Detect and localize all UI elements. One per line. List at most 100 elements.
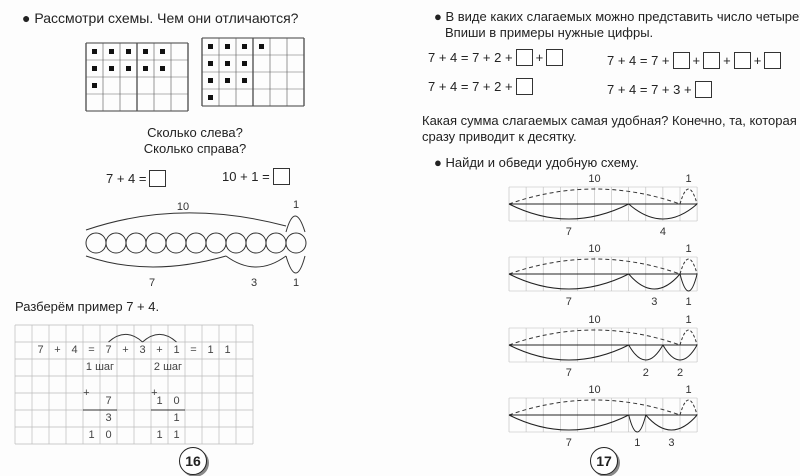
equation-text: 7 + 4 = 7 + 2 + xyxy=(428,79,513,94)
task-slagaemye-line2: Впиши в примеры нужные цифры. xyxy=(445,25,654,40)
dot xyxy=(242,44,247,49)
label-10: 10 xyxy=(588,173,600,185)
plus-sign: + xyxy=(151,386,158,399)
dashed-arc-ten xyxy=(508,188,681,205)
grid-cell: 3 xyxy=(105,412,112,424)
dashed-arc-ten xyxy=(508,329,681,346)
grid-cell: 0 xyxy=(105,429,112,441)
arc-one xyxy=(285,215,306,233)
step-label: 1 шаг xyxy=(85,361,115,373)
dot xyxy=(92,83,97,88)
solid-arc-part xyxy=(645,414,698,431)
grid-cell: = xyxy=(88,344,95,356)
paragraph-line1: Какая сумма слагаемых самая удобная? Кон… xyxy=(422,113,797,128)
equation-text: 10 + 1 = xyxy=(222,169,270,184)
grid-cell: 1 xyxy=(173,429,180,441)
dot xyxy=(225,61,230,66)
answer-box[interactable] xyxy=(733,52,751,69)
grid-cell: 1 xyxy=(207,344,214,356)
answer-box[interactable] xyxy=(764,52,782,69)
answer-box[interactable] xyxy=(149,170,167,187)
grid-cell: + xyxy=(122,344,129,356)
grid-cell: 1 xyxy=(173,344,180,356)
answer-box[interactable] xyxy=(672,52,690,69)
grid-cell: 3 xyxy=(139,344,146,356)
part-label: 7 xyxy=(566,296,572,308)
dashed-arc-ten xyxy=(508,258,681,275)
grid-cell: 1 xyxy=(224,344,231,356)
part-label: 1 xyxy=(685,296,691,308)
part-label: 4 xyxy=(660,226,666,238)
circle-counter xyxy=(225,232,247,254)
label-1: 1 xyxy=(293,199,299,211)
circle-counter xyxy=(105,232,127,254)
dot xyxy=(160,49,165,54)
dashed-arc-one xyxy=(679,258,698,275)
circle-counter xyxy=(185,232,207,254)
circle-counter xyxy=(245,232,267,254)
circle-counter xyxy=(265,232,287,254)
plus: + xyxy=(535,50,544,65)
part-label: 7 xyxy=(566,226,572,238)
arc-step xyxy=(142,333,177,343)
dot xyxy=(92,66,97,71)
solid-arc-part xyxy=(628,273,681,290)
answer-box[interactable] xyxy=(703,52,721,69)
grid-cell: 4 xyxy=(71,344,78,356)
dot xyxy=(143,66,148,71)
label-7: 7 xyxy=(149,277,155,289)
circle-counter xyxy=(285,232,307,254)
answer-box[interactable] xyxy=(546,49,564,66)
circle-counter xyxy=(85,232,107,254)
question-left: Сколько слева? xyxy=(147,125,243,140)
dot xyxy=(208,44,213,49)
dashed-arc-one xyxy=(679,188,698,205)
arc-one-bottom xyxy=(285,255,306,274)
equation-text: 7 + 4 = xyxy=(106,171,147,186)
grid-cell: 7 xyxy=(105,344,112,356)
answer-box[interactable] xyxy=(515,49,533,66)
equation-7-plus-4: 7 + 4 = xyxy=(106,170,167,187)
grid-cell: 0 xyxy=(173,395,180,407)
dashed-arc-ten xyxy=(508,399,681,416)
dot xyxy=(242,61,247,66)
solid-arc-part xyxy=(679,273,698,292)
dot xyxy=(109,49,114,54)
label-10: 10 xyxy=(588,314,600,326)
circle-counter xyxy=(205,232,227,254)
arc-seven xyxy=(85,255,227,268)
solid-arc-part xyxy=(508,414,629,431)
task-rassmotri: ● Рассмотри схемы. Чем они отличаются? xyxy=(22,10,299,26)
label-10: 10 xyxy=(588,384,600,396)
part-label: 7 xyxy=(566,437,572,449)
label-1: 1 xyxy=(685,384,691,396)
answer-box[interactable] xyxy=(515,78,533,95)
grid-cell: 7 xyxy=(37,344,44,356)
dot xyxy=(208,95,213,100)
plus-sign: + xyxy=(83,386,90,399)
label-1: 1 xyxy=(685,314,691,326)
grid-cell: 1 xyxy=(173,412,180,424)
plus: + xyxy=(723,53,731,68)
question-right: Сколько справа? xyxy=(143,141,247,156)
answer-box[interactable] xyxy=(694,81,712,98)
label-1: 1 xyxy=(685,243,691,255)
plus: + xyxy=(753,53,762,68)
dot xyxy=(225,44,230,49)
grid-cell: + xyxy=(54,344,61,356)
dashed-arc-one xyxy=(679,399,698,416)
circle-counter xyxy=(145,232,167,254)
equation-b: 7 + 4 = 7 + 2 + xyxy=(428,78,533,95)
part-label: 2 xyxy=(643,367,649,379)
equation-d: 7 + 4 = 7 + 3 + xyxy=(607,81,712,98)
page-number-17: 17 xyxy=(590,447,618,475)
answer-box[interactable] xyxy=(272,168,290,185)
label-10: 10 xyxy=(588,243,600,255)
part-label: 2 xyxy=(677,367,683,379)
dot xyxy=(126,66,131,71)
grid-cell: 1 xyxy=(88,429,95,441)
part-label: 3 xyxy=(668,437,674,449)
